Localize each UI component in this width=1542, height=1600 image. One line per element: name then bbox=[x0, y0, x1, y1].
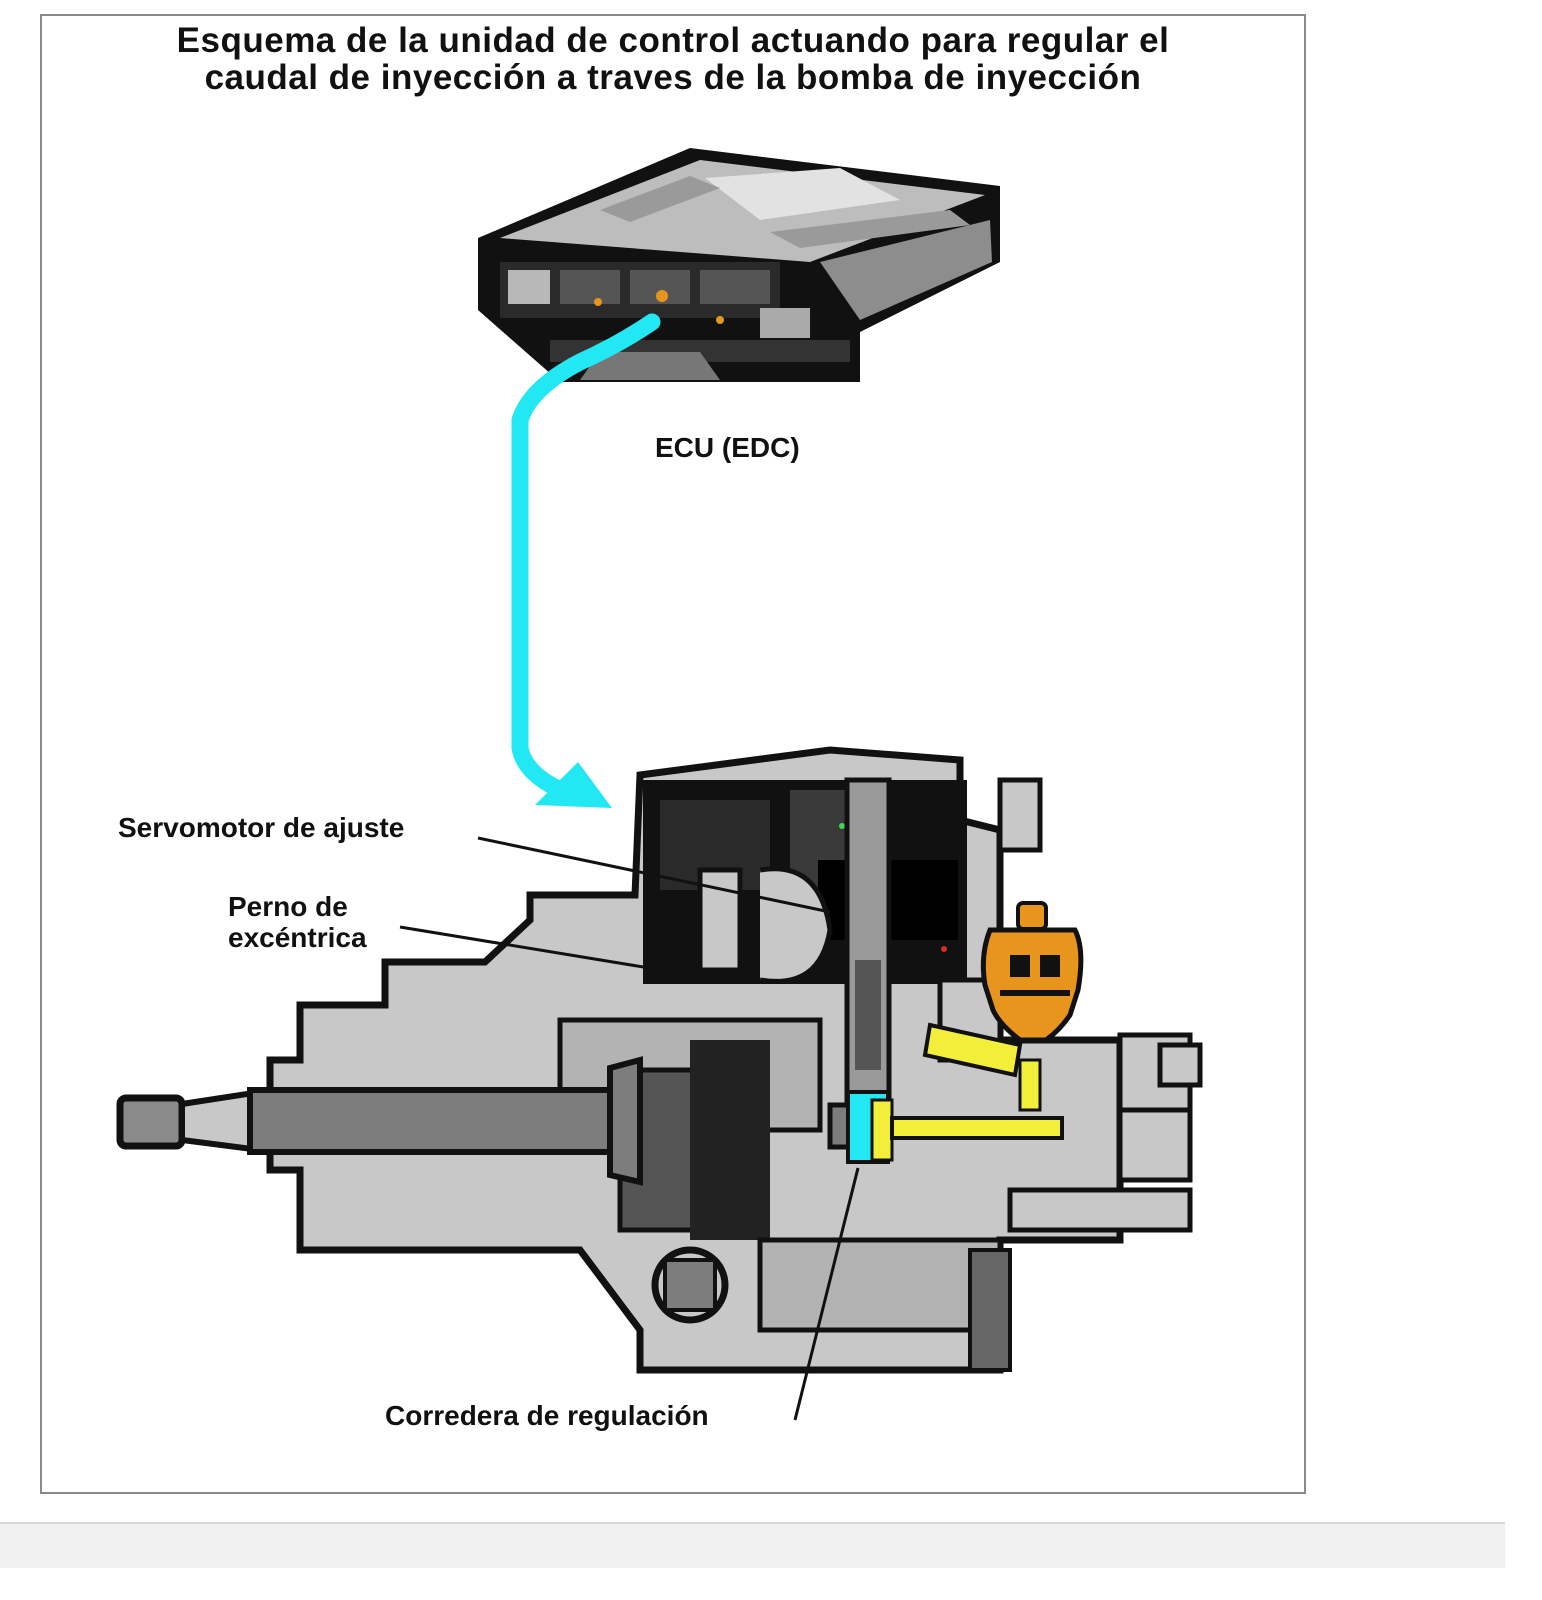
footer-bar bbox=[0, 1522, 1505, 1568]
label-corredera: Corredera de regulación bbox=[385, 1400, 709, 1431]
title-line-2: caudal de inyección a traves de la bomba… bbox=[204, 58, 1142, 97]
label-servomotor: Servomotor de ajuste bbox=[118, 812, 405, 843]
label-ecu: ECU (EDC) bbox=[655, 432, 800, 463]
label-perno-line1: Perno de bbox=[228, 891, 348, 922]
signal-arrow bbox=[511, 313, 661, 808]
label-perno-line2: excéntrica bbox=[228, 922, 367, 953]
title-line-1: Esquema de la unidad de control actuando… bbox=[176, 21, 1170, 60]
diagram-title: Esquema de la unidad de control actuando… bbox=[40, 22, 1306, 96]
ecu-unit bbox=[478, 148, 1000, 382]
leader-lines bbox=[399, 836, 860, 1421]
injection-pump bbox=[116, 746, 1203, 1374]
